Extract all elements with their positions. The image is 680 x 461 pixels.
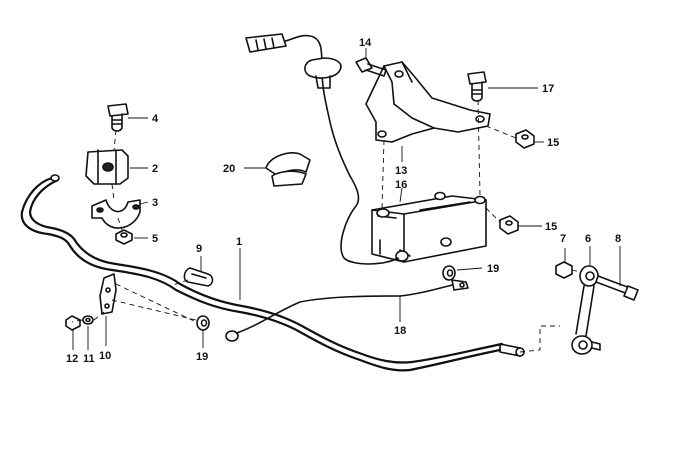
callout-labels: 1 2 3 4 5 6 7 8 9 10 11 12 13 14 15 15 1… <box>66 37 621 365</box>
mounting-bracket-13 <box>365 61 491 143</box>
rubber-mount <box>85 149 129 185</box>
callout-6: 6 <box>585 233 591 245</box>
callout-19-lower: 19 <box>196 351 208 363</box>
callout-11: 11 <box>83 353 95 365</box>
mount-bracket <box>91 199 141 229</box>
callout-5: 5 <box>152 233 158 245</box>
nut-7 <box>555 261 573 279</box>
nut-15-upper <box>515 129 535 149</box>
sensor-cable <box>245 33 399 265</box>
leader-lines <box>72 48 621 350</box>
callout-9: 9 <box>196 243 202 255</box>
callout-13: 13 <box>395 165 407 177</box>
drop-link <box>571 265 601 355</box>
bolt-14 <box>355 57 387 77</box>
callout-1: 1 <box>236 236 242 248</box>
level-sensor <box>371 191 487 263</box>
callout-20: 20 <box>223 163 235 175</box>
callout-8: 8 <box>615 233 621 245</box>
callout-12: 12 <box>66 353 78 365</box>
grommet-19-upper <box>442 265 456 281</box>
callout-16: 16 <box>395 179 407 191</box>
callout-2: 2 <box>152 163 158 175</box>
callout-15-upper: 15 <box>547 137 559 149</box>
callout-10: 10 <box>99 350 111 362</box>
nut-12 <box>65 315 81 331</box>
washer-11 <box>82 315 94 325</box>
hex-nut <box>115 229 133 245</box>
clip-20 <box>265 152 311 187</box>
bolt-17 <box>467 71 487 102</box>
hex-bolt <box>107 103 129 132</box>
callout-19-upper: 19 <box>487 263 499 275</box>
bolt-8 <box>595 275 639 301</box>
callout-14: 14 <box>359 37 372 49</box>
nut-15-lower <box>499 215 519 235</box>
assembly-lines <box>71 99 581 353</box>
callout-17: 17 <box>542 83 554 95</box>
callout-4: 4 <box>152 113 159 125</box>
callout-3: 3 <box>152 197 158 209</box>
grommet-19-lower <box>196 315 210 331</box>
linkage-rod <box>225 279 469 342</box>
callout-15-lower: 15 <box>545 221 557 233</box>
stabilizer-bar <box>20 174 525 372</box>
callout-18: 18 <box>394 325 406 337</box>
callout-7: 7 <box>560 233 566 245</box>
bracket-10 <box>99 273 117 315</box>
bracket-9 <box>183 267 214 287</box>
